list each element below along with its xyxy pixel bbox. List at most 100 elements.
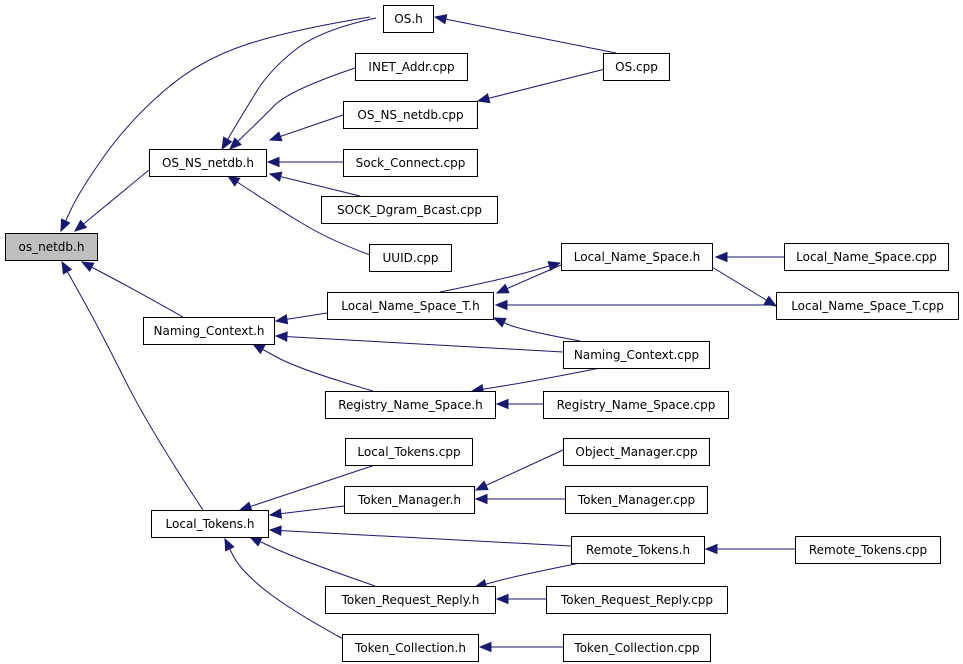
edge-line — [269, 114, 344, 141]
node-token-request-reply-h[interactable]: Token_Request_Reply.h — [325, 586, 496, 614]
edge-line — [275, 335, 564, 353]
edge-Token_Manager_h-to-Local_Tokens_h — [268, 505, 345, 519]
node-box — [344, 486, 475, 514]
node-label: Remote_Tokens.h — [586, 543, 690, 557]
node-label: Token_Collection.h — [354, 641, 466, 655]
edge-OS_h-to-OS_NS_netdb_h — [221, 17, 377, 151]
arrowhead-icon — [474, 493, 488, 505]
node-label: Local_Name_Space.h — [574, 250, 701, 264]
edge-line — [496, 264, 562, 294]
node-object-manager-cpp[interactable]: Object_Manager.cpp — [563, 438, 710, 466]
node-label: Local_Tokens.h — [166, 517, 255, 531]
node-os-cpp[interactable]: OS.cpp — [603, 53, 670, 81]
arrowhead-icon — [251, 343, 266, 355]
node-box — [5, 233, 98, 261]
node-uuid-cpp[interactable]: UUID.cpp — [369, 244, 452, 272]
node-local-name-space-h[interactable]: Local_Name_Space.h — [561, 243, 713, 271]
node-box — [563, 634, 711, 662]
node-remote-tokens-h[interactable]: Remote_Tokens.h — [571, 536, 705, 564]
edge-Token_Collection_h-to-Local_Tokens_h — [224, 537, 346, 641]
node-box — [561, 243, 713, 271]
node-box — [342, 634, 479, 662]
node-token-request-reply-cpp[interactable]: Token_Request_Reply.cpp — [546, 586, 728, 614]
node-box — [565, 486, 708, 514]
node-os-h[interactable]: OS.h — [383, 5, 434, 33]
edge-SOCK_Dgram_Bcast_cpp-to-OS_NS_netdb_h — [268, 171, 361, 197]
node-box — [143, 317, 275, 345]
edge-OS_NS_netdb_cpp-to-OS_NS_netdb_h — [268, 114, 344, 142]
edge-Remote_Tokens_h-to-Local_Tokens_h — [268, 525, 572, 547]
edge-line — [60, 16, 371, 232]
node-label: Token_Collection.cpp — [573, 641, 699, 655]
node-token-collection-h[interactable]: Token_Collection.h — [342, 634, 479, 662]
edge-Local_Tokens_h-to-os_netdb_h — [61, 260, 204, 511]
node-box — [345, 438, 473, 466]
node-label: OS.h — [394, 12, 422, 26]
node-token-manager-h[interactable]: Token_Manager.h — [344, 486, 475, 514]
node-sock-connect-cpp[interactable]: Sock_Connect.cpp — [343, 149, 478, 177]
arrowhead-icon — [714, 251, 728, 263]
node-naming-context-h[interactable]: Naming_Context.h — [143, 317, 275, 345]
node-box — [784, 243, 949, 271]
node-local-name-space-t-cpp[interactable]: Local_Name_Space_T.cpp — [776, 292, 959, 320]
node-token-collection-cpp[interactable]: Token_Collection.cpp — [563, 634, 711, 662]
node-label: Local_Name_Space_T.h — [341, 299, 479, 313]
arrowhead-icon — [268, 171, 283, 182]
node-label: OS_NS_netdb.h — [162, 156, 254, 170]
node-box — [325, 391, 496, 419]
node-os-ns-netdb-cpp[interactable]: OS_NS_netdb.cpp — [343, 101, 478, 129]
node-label: Token_Request_Reply.cpp — [560, 593, 713, 607]
arrowhead-icon — [495, 283, 510, 294]
node-os-ns-netdb-h[interactable]: OS_NS_netdb.h — [149, 149, 267, 177]
edge-line — [269, 173, 361, 197]
edge-line — [239, 464, 376, 511]
arrowhead-icon — [268, 508, 283, 519]
edge-Registry_Name_Space_h-to-Naming_Context_h — [251, 343, 374, 392]
node-local-name-space-t-h[interactable]: Local_Name_Space_T.h — [327, 292, 494, 320]
arrowhead-icon — [60, 218, 71, 233]
node-sock-dgram-bcast-cpp[interactable]: SOCK_Dgram_Bcast.cpp — [321, 196, 498, 224]
node-box — [571, 536, 705, 564]
arrowhead-icon — [268, 131, 283, 142]
edge-line — [252, 343, 374, 392]
node-label: Local_Name_Space_T.cpp — [791, 299, 944, 313]
edge-line — [493, 317, 581, 342]
arrowhead-icon — [266, 156, 280, 168]
node-token-manager-cpp[interactable]: Token_Manager.cpp — [565, 486, 708, 514]
node-local-name-space-cpp[interactable]: Local_Name_Space.cpp — [784, 243, 949, 271]
node-local-tokens-cpp[interactable]: Local_Tokens.cpp — [345, 438, 473, 466]
node-local-tokens-h[interactable]: Local_Tokens.h — [151, 510, 269, 538]
edge-line — [221, 17, 377, 150]
edge-line — [61, 261, 204, 511]
node-label: Sock_Connect.cpp — [356, 156, 466, 170]
arrowhead-icon — [268, 525, 282, 536]
node-registry-name-space-cpp[interactable]: Registry_Name_Space.cpp — [543, 391, 729, 419]
node-box — [546, 586, 728, 614]
node-naming-context-cpp[interactable]: Naming_Context.cpp — [563, 341, 710, 369]
edge-Naming_Context_cpp-to-Local_Name_Space_T_h — [492, 317, 581, 342]
edge-OS_h-to-os_netdb_h — [60, 16, 371, 233]
node-label: Token_Manager.h — [357, 493, 461, 507]
edge-line — [474, 562, 581, 588]
node-registry-name-space-h[interactable]: Registry_Name_Space.h — [325, 391, 496, 419]
edge-OS_NS_netdb_h-to-os_netdb_h — [73, 169, 150, 232]
edge-UUID_cpp-to-OS_NS_netdb_h — [226, 175, 371, 256]
edge-line — [81, 261, 184, 318]
edge-line — [74, 169, 150, 232]
node-inet-addr-cpp[interactable]: INET_Addr.cpp — [355, 53, 468, 81]
node-label: Local_Tokens.cpp — [357, 445, 460, 459]
node-remote-tokens-cpp[interactable]: Remote_Tokens.cpp — [795, 536, 941, 564]
edge-Token_Request_Reply_h-to-Local_Tokens_h — [248, 536, 376, 587]
node-os-netdb-h[interactable]: os_netdb.h — [5, 233, 98, 261]
edge-INET_Addr_cpp-to-OS_NS_netdb_h — [229, 67, 356, 150]
node-box — [563, 341, 710, 369]
edge-line — [229, 67, 356, 150]
arrowhead-icon — [476, 93, 491, 104]
node-box — [149, 149, 267, 177]
edge-line — [471, 367, 601, 392]
node-label: Local_Name_Space.cpp — [796, 250, 937, 264]
node-box — [603, 53, 670, 81]
node-box — [321, 196, 498, 224]
